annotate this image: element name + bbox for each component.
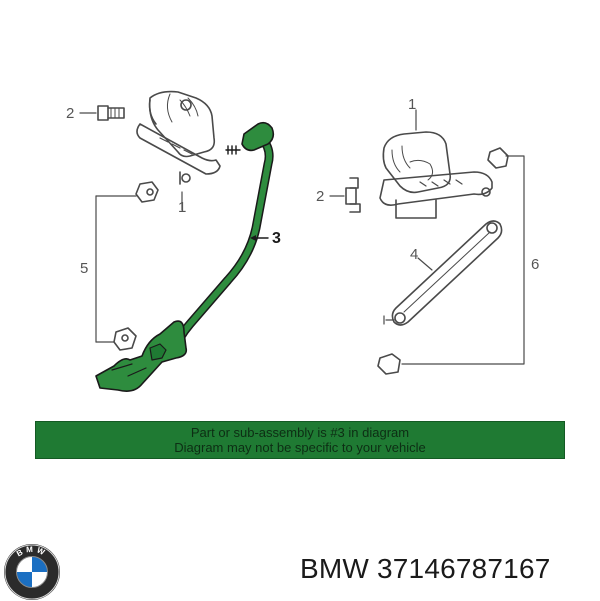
left-height-sensor <box>136 90 221 211</box>
parts-diagram <box>79 90 525 392</box>
callout-rod-assembly: 3 <box>272 230 281 247</box>
callout-left-bracket: 5 <box>80 260 89 277</box>
right-bracket-group <box>377 147 525 375</box>
left-bolt <box>79 105 125 121</box>
rod-leader-arrow <box>250 235 256 241</box>
bmw-logo-icon: BMW <box>4 544 60 600</box>
right-coupling-link <box>383 220 503 326</box>
part-number-label: BMW 37146787167 <box>300 553 551 584</box>
callout-right-sensor: 1 <box>408 96 417 113</box>
left-bracket-group <box>95 181 159 351</box>
banner-line-2: Diagram may not be specific to your vehi… <box>174 440 426 455</box>
banner-line-1: Part or sub-assembly is #3 in diagram <box>190 425 410 440</box>
rod-assembly-part-3 <box>95 121 275 392</box>
disclaimer-banner: Part or sub-assembly is #3 in diagram Di… <box>35 421 565 459</box>
callout-right-bolt: 2 <box>316 188 325 205</box>
right-height-sensor <box>379 109 493 219</box>
callout-left-bolt: 2 <box>66 105 75 122</box>
right-bolt <box>329 177 361 213</box>
callout-left-sensor: 1 <box>178 199 187 216</box>
callout-right-link: 4 <box>410 246 419 263</box>
callout-right-bracket: 6 <box>531 256 540 273</box>
